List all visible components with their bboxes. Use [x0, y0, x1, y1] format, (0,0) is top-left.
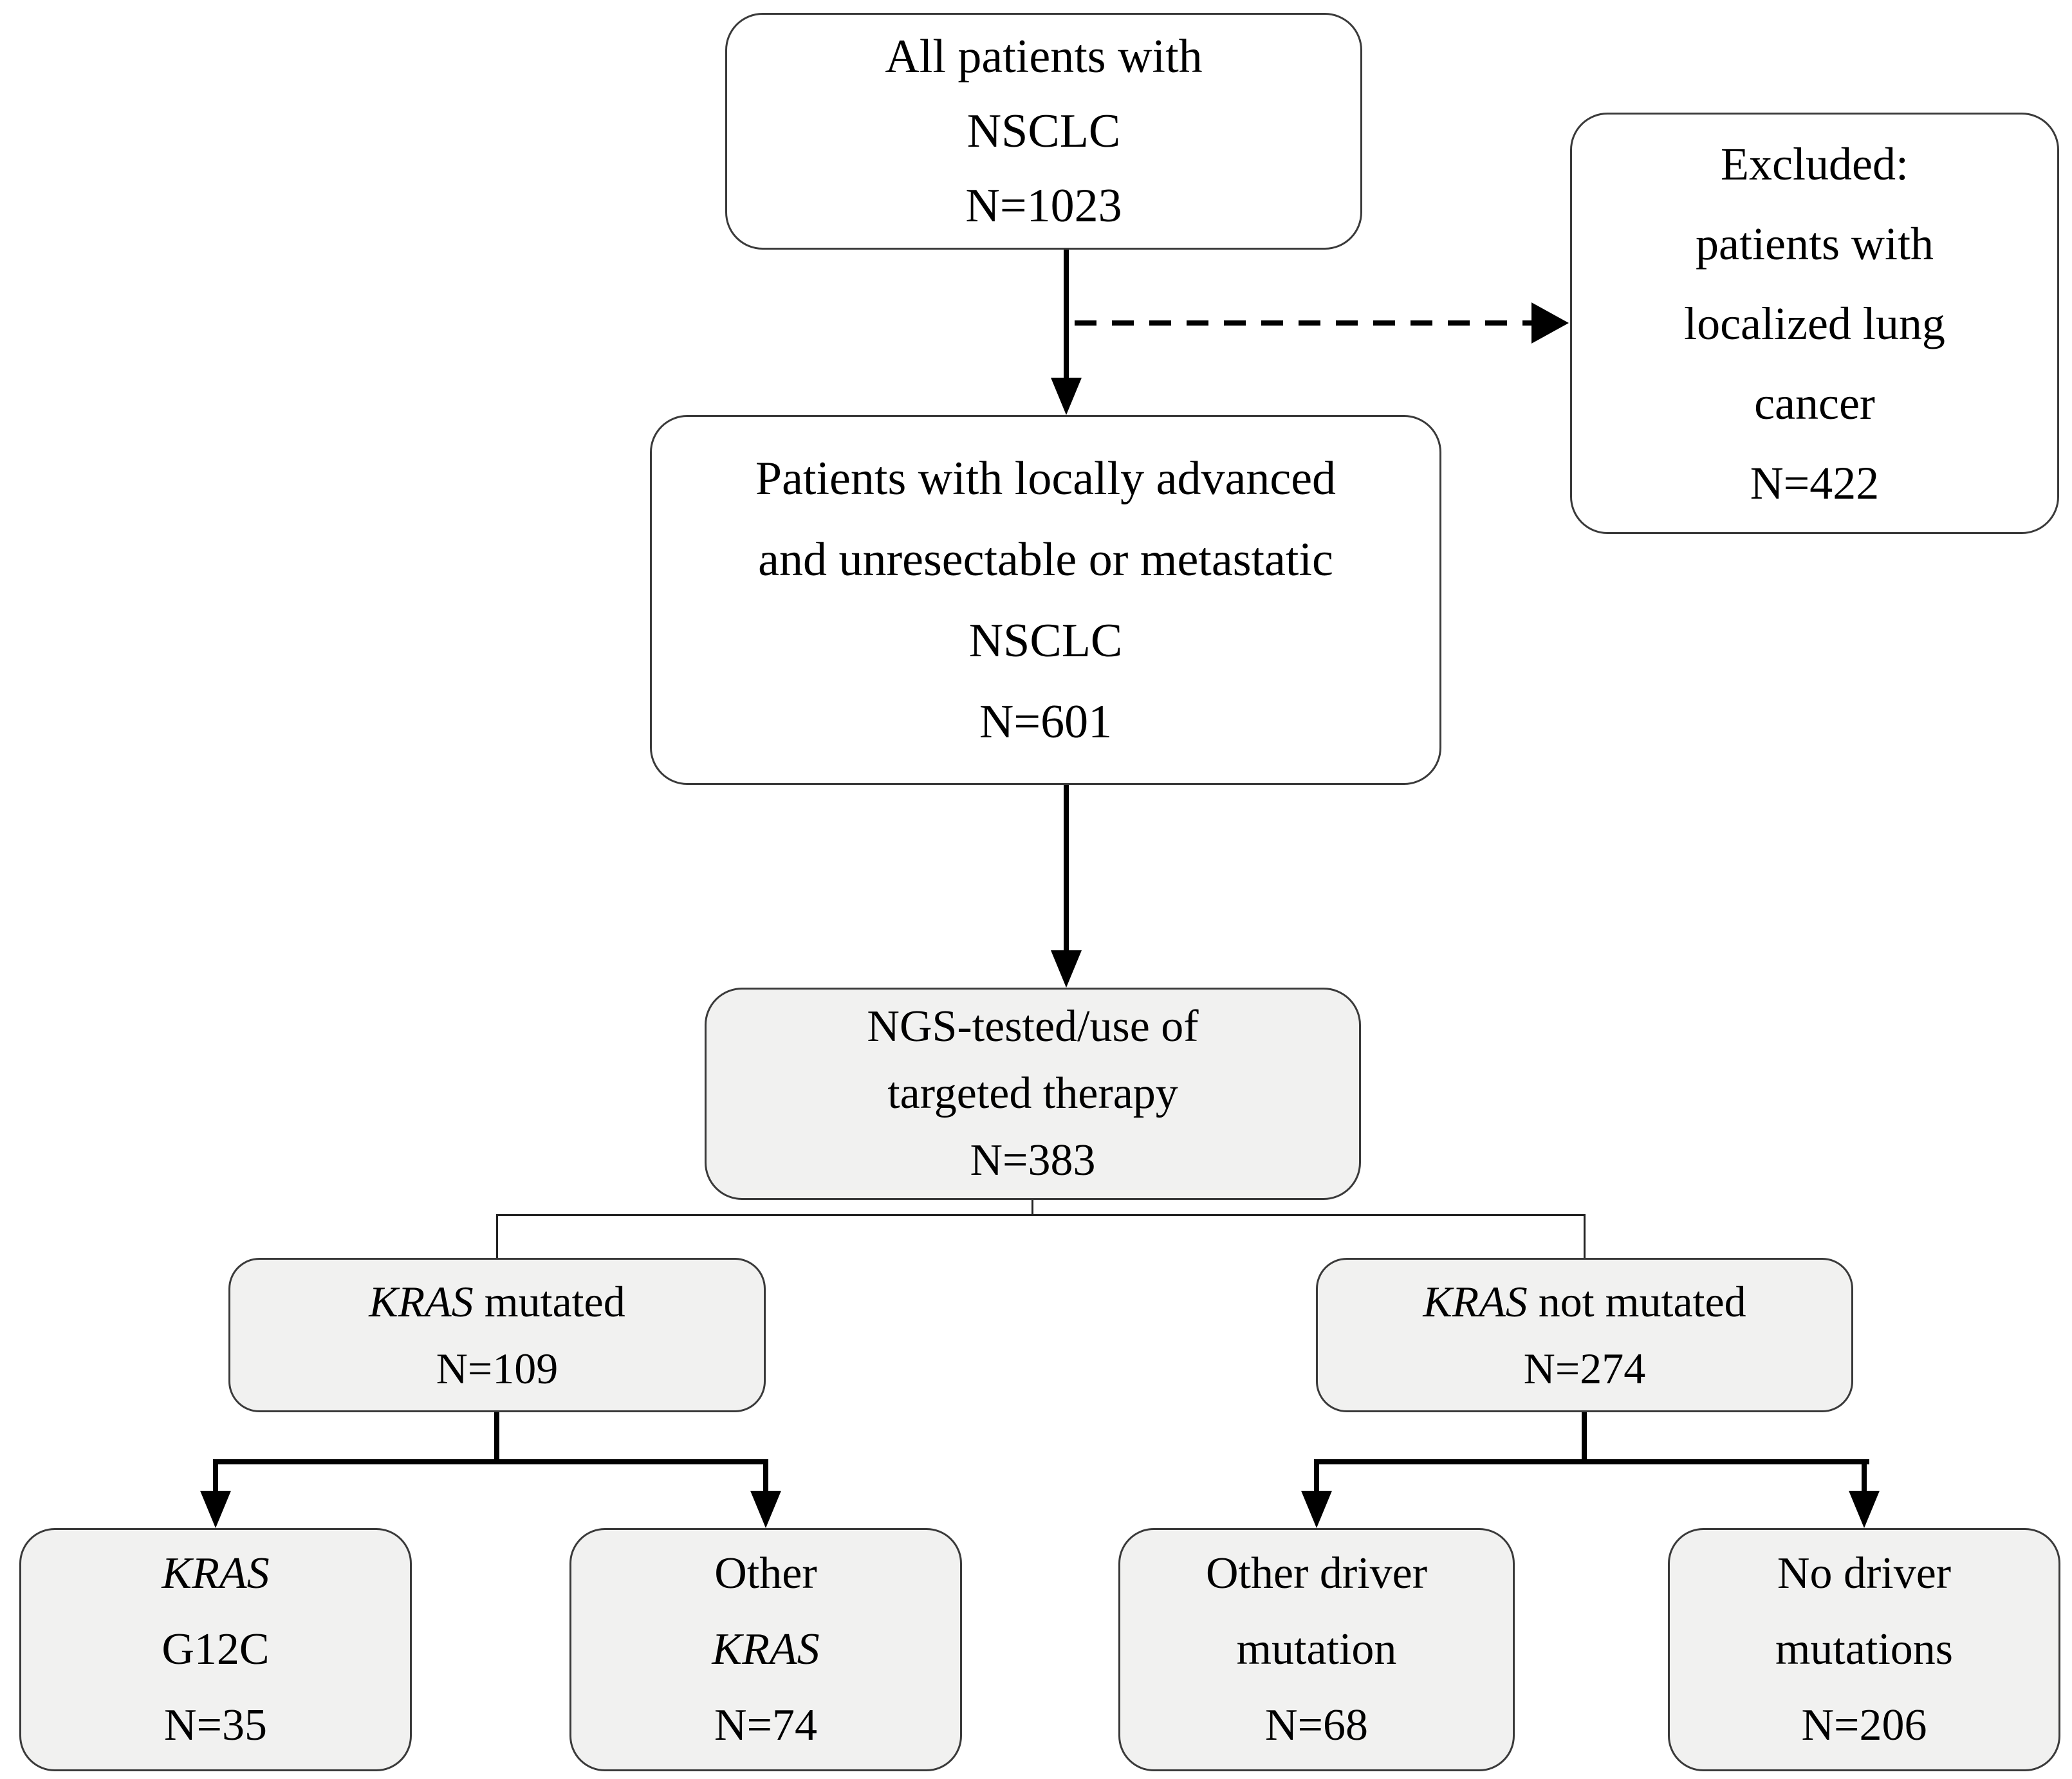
arrowhead-right-icon [1531, 302, 1569, 344]
node-no-driver-mutations: No driver mutations N=206 [1668, 1528, 2060, 1771]
arrowhead-down-icon [1849, 1491, 1880, 1528]
node-line: mutations [1775, 1625, 1954, 1674]
node-line: targeted therapy [887, 1069, 1178, 1118]
connector-kras-mutated-bar [213, 1459, 768, 1464]
node-ngs-tested: NGS-tested/use of targeted therapy N=383 [705, 988, 1361, 1200]
node-line: patients with [1696, 217, 1934, 270]
connector-to-other-driver [1314, 1459, 1319, 1493]
node-line: Excluded: [1721, 138, 1909, 190]
connector-to-other-kras [763, 1459, 768, 1493]
connector-kras-not-mutated-bar [1314, 1459, 1869, 1464]
node-kras-g12c: KRAS G12C N=35 [19, 1528, 412, 1771]
connector-advanced-to-ngs [1064, 785, 1069, 952]
node-line: Other driver [1205, 1549, 1428, 1598]
node-count: N=109 [436, 1344, 559, 1393]
node-line: NGS-tested/use of [867, 1002, 1199, 1051]
node-line: mutation [1236, 1625, 1397, 1674]
node-line: N=422 [1750, 457, 1880, 509]
gene-label: KRAS [1423, 1277, 1528, 1326]
arrowhead-down-icon [1051, 950, 1082, 988]
gene-label: KRAS [712, 1625, 820, 1674]
node-line: Other [714, 1549, 817, 1598]
gene-label: KRAS [162, 1549, 270, 1598]
arrowhead-down-icon [1051, 378, 1082, 415]
connector-kras-mutated-stem [494, 1412, 499, 1464]
node-other-kras: Other KRAS N=74 [569, 1528, 962, 1771]
arrowhead-down-icon [1301, 1491, 1332, 1528]
connector-ngs-split-bar [496, 1214, 1586, 1216]
node-count: N=68 [1264, 1701, 1369, 1750]
node-line: cancer [1754, 377, 1875, 429]
node-line: localized lung [1684, 297, 1945, 349]
connector-ngs-to-kras-not-mutated [1584, 1214, 1586, 1258]
node-line: N=1023 [965, 180, 1122, 232]
node-line: KRAS not mutated [1423, 1268, 1746, 1335]
node-line: All patients with [885, 30, 1203, 83]
variant-label: G12C [162, 1625, 270, 1674]
node-line: KRAS mutated [369, 1268, 625, 1335]
node-excluded: Excluded: patients with localized lung c… [1570, 113, 2059, 534]
node-line: No driver [1777, 1549, 1952, 1598]
node-line-text: not mutated [1527, 1277, 1746, 1326]
node-all-patients: All patients with NSCLC N=1023 [725, 13, 1362, 250]
node-line: and unresectable or metastatic [758, 533, 1333, 586]
node-count: N=74 [714, 1701, 818, 1750]
node-line-text: mutated [473, 1277, 625, 1326]
node-line: NSCLC [967, 105, 1121, 158]
node-other-driver-mutation: Other driver mutation N=68 [1118, 1528, 1515, 1771]
connector-kras-not-mutated-stem [1582, 1412, 1587, 1464]
connector-to-no-driver [1862, 1459, 1867, 1493]
connector-excluded-dashed [1075, 320, 1531, 326]
connector-ngs-to-kras-mutated [496, 1214, 498, 1258]
node-advanced-nsclc: Patients with locally advanced and unres… [650, 415, 1441, 785]
connector-ngs-split-stem [1031, 1200, 1033, 1215]
connector-all-to-advanced [1064, 250, 1069, 389]
node-kras-not-mutated: KRAS not mutated N=274 [1316, 1258, 1853, 1412]
node-count: N=35 [163, 1701, 268, 1750]
node-count: N=274 [1523, 1344, 1646, 1393]
node-line: NSCLC [968, 614, 1123, 667]
connector-to-kras-g12c [213, 1459, 218, 1493]
node-line: N=601 [979, 695, 1113, 748]
node-line: Patients with locally advanced [755, 452, 1337, 505]
gene-label: KRAS [369, 1277, 474, 1326]
node-count: N=206 [1801, 1701, 1927, 1750]
node-line: N=383 [970, 1136, 1096, 1185]
arrowhead-down-icon [200, 1491, 231, 1528]
node-kras-mutated: KRAS mutated N=109 [228, 1258, 766, 1412]
arrowhead-down-icon [750, 1491, 781, 1528]
